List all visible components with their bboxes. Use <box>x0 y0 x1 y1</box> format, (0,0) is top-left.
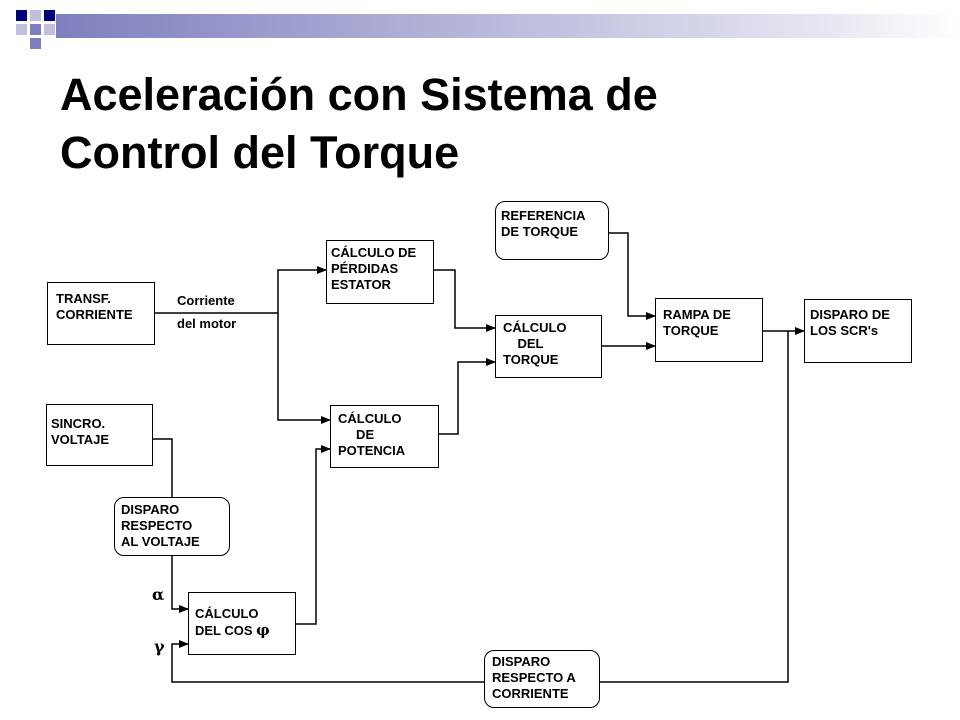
block-calculo-torque: CÁLCULO DEL TORQUE <box>495 315 602 378</box>
label-gamma: γ <box>154 637 165 656</box>
block-sincro-voltaje: SINCRO. VOLTAJE <box>46 404 153 466</box>
arrow-perdidas-to-torque <box>434 269 496 332</box>
block-disparo-scrs: DISPARO DE LOS SCR's <box>804 299 912 363</box>
block-disparo-corriente: DISPARO RESPECTO A CORRIENTE <box>484 650 600 708</box>
block-transf-corriente: TRANSF. CORRIENTE <box>47 282 155 345</box>
arrow-cos-to-potencia <box>296 445 331 625</box>
label-del-motor: del motor <box>177 316 237 331</box>
calculo-cos-label: CÁLCULO DEL COS <box>195 606 259 638</box>
block-sincro-voltaje-text: SINCRO. VOLTAJE <box>51 416 110 447</box>
block-calculo-perdidas: CÁLCULO DE PÉRDIDAS ESTATOR <box>326 240 434 304</box>
block-calculo-perdidas-text: CÁLCULO DE PÉRDIDAS ESTATOR <box>331 245 417 292</box>
label-alpha: α <box>152 585 165 604</box>
slide-title: Aceleración con Sistema de Control del T… <box>60 69 658 178</box>
block-disparo-voltaje-text: DISPARO RESPECTO AL VOLTAJE <box>121 502 200 549</box>
accent-square-mid <box>30 24 41 35</box>
block-disparo-scrs-text: DISPARO DE LOS SCR's <box>810 307 890 338</box>
arrow-to-perdidas <box>277 266 327 313</box>
arrow-voltaje-to-cos <box>171 556 189 613</box>
arrow-potencia-to-torque <box>439 358 496 435</box>
arrow-to-potencia <box>277 313 331 424</box>
block-calculo-torque-text: CÁLCULO DEL TORQUE <box>503 320 567 367</box>
header-gradient-bar <box>56 14 960 38</box>
accent-square-light-3 <box>44 24 55 35</box>
label-corriente: Corriente <box>177 293 235 308</box>
accent-square-navy-2 <box>44 10 55 21</box>
accent-square-navy-3 <box>30 38 41 49</box>
block-referencia-torque-text: REFERENCIA DE TORQUE <box>501 208 586 239</box>
block-calculo-potencia: CÁLCULO DE POTENCIA <box>330 405 439 468</box>
accent-square-light-2 <box>16 24 27 35</box>
block-referencia-torque: REFERENCIA DE TORQUE <box>495 201 609 260</box>
block-disparo-voltaje: DISPARO RESPECTO AL VOLTAJE <box>114 497 230 556</box>
accent-square-navy <box>16 10 27 21</box>
block-rampa-torque-text: RAMPA DE TORQUE <box>663 307 731 338</box>
arrow-referencia-to-rampa <box>609 232 656 320</box>
block-transf-corriente-text: TRANSF. CORRIENTE <box>56 291 133 322</box>
block-disparo-corriente-text: DISPARO RESPECTO A CORRIENTE <box>492 654 576 701</box>
phi-symbol: φ <box>256 621 270 639</box>
header-decoration <box>16 10 960 49</box>
accent-square-light-1 <box>30 10 41 21</box>
block-rampa-torque: RAMPA DE TORQUE <box>655 298 763 362</box>
block-calculo-cos: CÁLCULO DEL COS φ <box>188 592 296 655</box>
block-calculo-cos-text: CÁLCULO DEL COS φ <box>195 606 270 639</box>
block-calculo-potencia-text: CÁLCULO DE POTENCIA <box>338 411 406 458</box>
line-sincro-to-disparo <box>153 438 173 497</box>
line-feedback-scrs <box>600 331 789 683</box>
arrow-corriente-to-cos <box>171 640 484 683</box>
